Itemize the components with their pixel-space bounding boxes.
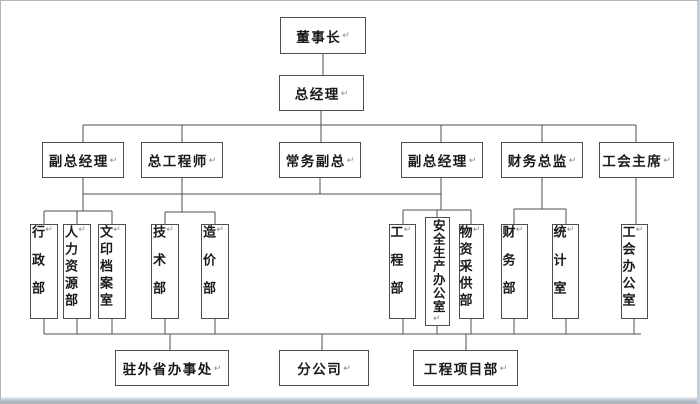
pilcrow-mark: ↵: [78, 225, 88, 239]
pilcrow-mark: ↵: [515, 225, 526, 250]
node-document-archive-room: 文印档案室↵: [98, 224, 126, 319]
pilcrow-mark: ↵: [346, 154, 355, 165]
pilcrow-mark: ↵: [635, 225, 646, 239]
pilcrow-mark: ↵: [113, 225, 123, 239]
node-label: 安全生产办公室↵: [430, 219, 445, 325]
node-label: 造价部↵: [201, 225, 226, 309]
pilcrow-mark: ↵: [208, 154, 217, 165]
node-deputy-gm-1: 副总经理↵: [42, 142, 124, 178]
node-union-chairman: 工会主席↵: [599, 142, 674, 178]
node-label: 董事长: [296, 29, 342, 45]
node-label: 副总经理: [48, 154, 109, 169]
node-materials-procurement-dept: 物资采供部↵: [457, 224, 484, 319]
node-label: 副总经理: [407, 154, 468, 169]
node-finance-director: 财务总监↵: [501, 142, 583, 178]
pilcrow-mark: ↵: [343, 362, 351, 373]
node-finance-dept: 财务部↵: [501, 224, 528, 319]
pilcrow-mark: ↵: [568, 154, 577, 165]
pilcrow-mark: ↵: [166, 225, 176, 250]
node-admin-dept: 行政部↵: [30, 224, 58, 319]
node-out-of-province-offices: 驻外省办事处↵: [115, 350, 229, 386]
node-label: 行政部↵: [30, 225, 55, 309]
node-engineering-project-dept: 工程项目部↵: [413, 350, 518, 386]
node-label: 物资采供部↵: [457, 225, 483, 310]
pilcrow-mark: ↵: [342, 30, 350, 40]
node-chief-engineer: 总工程师↵: [141, 142, 223, 178]
node-statistics-room: 统计室↵: [552, 224, 579, 319]
pilcrow-mark: ↵: [432, 313, 443, 325]
node-label: 总经理: [294, 87, 340, 102]
pilcrow-mark: ↵: [499, 362, 508, 373]
pilcrow-mark: ↵: [468, 154, 477, 165]
node-union-office: 工会办公室↵: [621, 224, 648, 319]
node-general-manager: 总经理↵: [279, 75, 364, 111]
node-safety-production-office: 安全生产办公室↵: [425, 217, 450, 326]
pilcrow-mark: ↵: [340, 87, 349, 98]
node-label: 分公司: [297, 362, 343, 377]
node-engineering-dept: 工程部↵: [389, 224, 416, 319]
node-label: 工程项目部: [423, 362, 499, 377]
node-label: 常务副总: [285, 154, 346, 169]
pilcrow-mark: ↵: [109, 154, 118, 165]
pilcrow-mark: ↵: [45, 225, 55, 250]
node-branch-company: 分公司↵: [279, 350, 369, 386]
node-label: 总工程师: [147, 154, 208, 169]
node-label: 统计室↵: [551, 225, 577, 309]
node-label: 人力资源部↵: [63, 225, 88, 310]
node-cost-dept: 造价部↵: [201, 224, 229, 319]
pilcrow-mark: ↵: [216, 225, 226, 250]
pilcrow-mark: ↵: [472, 225, 483, 239]
node-label: 工程部↵: [388, 225, 414, 309]
node-label: 财务总监: [507, 154, 568, 169]
node-executive-deputy-gm: 常务副总↵: [279, 142, 361, 178]
node-hr-dept: 人力资源部↵: [63, 224, 91, 319]
node-deputy-gm-2: 副总经理↵: [401, 142, 483, 178]
node-label: 文印档案室↵: [98, 225, 123, 310]
node-chairman: 董事长↵: [280, 17, 366, 54]
image-bottom-edge: [1, 397, 697, 403]
node-label: 驻外省办事处: [122, 362, 213, 377]
node-label: 工会主席: [602, 154, 663, 169]
node-technical-dept: 技术部↵: [151, 224, 179, 319]
node-label: 财务部↵: [500, 225, 526, 309]
pilcrow-mark: ↵: [663, 154, 671, 165]
pilcrow-mark: ↵: [213, 362, 222, 373]
node-label: 技术部↵: [151, 225, 176, 309]
node-label: 工会办公室↵: [620, 225, 646, 310]
pilcrow-mark: ↵: [403, 225, 414, 250]
pilcrow-mark: ↵: [566, 225, 577, 250]
